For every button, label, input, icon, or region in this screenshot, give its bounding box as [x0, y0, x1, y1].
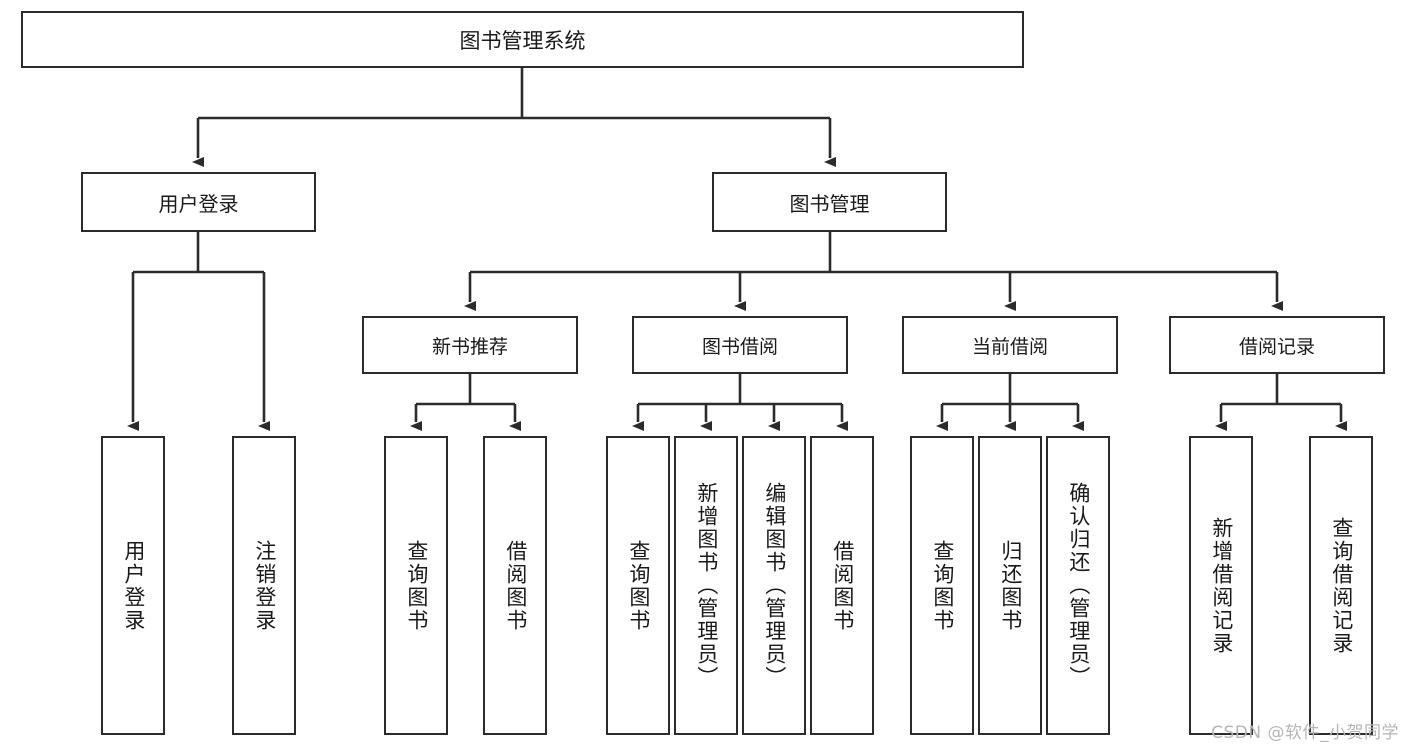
node-book-manage[interactable]: 图书管理 — [712, 172, 947, 232]
node-borrow-record[interactable]: 借阅记录 — [1169, 316, 1385, 374]
node-label: 图书管理 — [789, 191, 870, 216]
leaf-query-book-3[interactable]: 查询图书 — [910, 436, 974, 735]
node-label: 新增图书（管理员） — [694, 482, 719, 689]
node-label: 当前借阅 — [971, 335, 1048, 358]
watermark-credit: CSDN @软件_小贺同学 — [1211, 723, 1399, 743]
leaf-add-borrow-record[interactable]: 新增借阅记录 — [1189, 436, 1253, 735]
node-label: 查询图书 — [626, 539, 651, 632]
node-label: 图书借阅 — [701, 335, 778, 358]
node-label: 查询图书 — [930, 539, 955, 632]
node-label: 借阅图书 — [830, 539, 855, 632]
node-label: 新书推荐 — [431, 335, 508, 358]
node-label: 查询图书 — [404, 539, 429, 632]
leaf-edit-book[interactable]: 编辑图书（管理员） — [742, 436, 806, 735]
leaf-borrow-book-2[interactable]: 借阅图书 — [810, 436, 874, 735]
node-label: 借阅记录 — [1238, 335, 1315, 358]
node-root-system[interactable]: 图书管理系统 — [21, 11, 1024, 68]
node-label: 借阅图书 — [503, 539, 528, 632]
node-user-login[interactable]: 用户登录 — [81, 172, 316, 232]
node-label: 图书管理系统 — [459, 28, 586, 53]
node-new-book-recommend[interactable]: 新书推荐 — [362, 316, 578, 374]
leaf-borrow-book-1[interactable]: 借阅图书 — [483, 436, 547, 735]
node-label: 用户登录 — [158, 191, 239, 216]
leaf-user-login[interactable]: 用户登录 — [101, 436, 165, 735]
leaf-query-borrow-record[interactable]: 查询借阅记录 — [1309, 436, 1373, 735]
leaf-logout[interactable]: 注销登录 — [232, 436, 296, 735]
leaf-return-book[interactable]: 归还图书 — [978, 436, 1042, 735]
node-current-borrow[interactable]: 当前借阅 — [902, 316, 1118, 374]
node-label: 确认归还（管理员） — [1066, 482, 1091, 689]
node-label: 归还图书 — [998, 539, 1023, 632]
leaf-add-book[interactable]: 新增图书（管理员） — [674, 436, 738, 735]
node-label: 注销登录 — [252, 539, 277, 632]
node-label: 编辑图书（管理员） — [762, 482, 787, 689]
leaf-confirm-return[interactable]: 确认归还（管理员） — [1046, 436, 1110, 735]
node-label: 新增借阅记录 — [1209, 516, 1234, 655]
leaf-query-book-2[interactable]: 查询图书 — [606, 436, 670, 735]
node-label: 用户登录 — [121, 539, 146, 632]
node-book-borrow[interactable]: 图书借阅 — [632, 316, 848, 374]
leaf-query-book-1[interactable]: 查询图书 — [384, 436, 448, 735]
node-label: 查询借阅记录 — [1329, 516, 1354, 655]
